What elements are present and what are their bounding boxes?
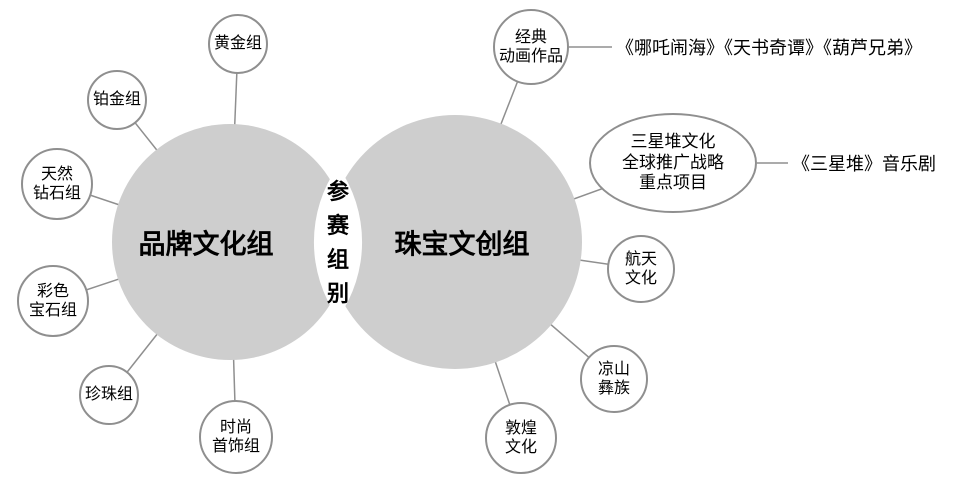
right-group-label: 珠宝文创组 [394, 229, 530, 260]
node-pearl: 珍珠组 [79, 365, 139, 425]
node-gold-label: 黄金组 [213, 35, 262, 53]
node-fashion-jewelry-label: 时尚 首饰组 [211, 418, 260, 455]
node-fashion-jewelry: 时尚 首饰组 [199, 400, 273, 474]
node-dunhuang-culture-label: 敦煌 文化 [504, 419, 537, 456]
left-group-circle [112, 124, 348, 360]
node-sanxingdui-project-label: 三星堆文化 全球推广战略 重点项目 [622, 132, 724, 193]
left-group-label: 品牌文化组 [138, 229, 274, 260]
node-natural-diamond: 天然 钻石组 [21, 148, 93, 220]
annotation-sanxingdui: 《三星堆》音乐剧 [792, 154, 936, 174]
venn-lens [313, 166, 363, 318]
node-pearl-label: 珍珠组 [84, 386, 133, 404]
node-sanxingdui-project: 三星堆文化 全球推广战略 重点项目 [589, 113, 757, 213]
node-colored-gemstone: 彩色 宝石组 [17, 265, 89, 337]
node-liangshan-yi: 凉山 彝族 [580, 345, 648, 413]
node-platinum-label: 铂金组 [92, 91, 141, 109]
node-liangshan-yi-label: 凉山 彝族 [597, 360, 630, 397]
annotation-classic-animation: 《哪吒闹海》《天书奇谭》《葫芦兄弟》 [616, 38, 922, 58]
node-platinum: 铂金组 [87, 70, 147, 130]
node-classic-animation: 经典 动画作品 [493, 9, 569, 85]
node-classic-animation-label: 经典 动画作品 [498, 28, 563, 65]
node-aerospace-culture: 航天 文化 [607, 235, 675, 303]
right-group-circle [328, 115, 582, 369]
node-colored-gemstone-label: 彩色 宝石组 [28, 282, 77, 319]
node-dunhuang-culture: 敦煌 文化 [485, 402, 557, 474]
center-category-label: 参赛组别 [326, 179, 349, 306]
node-aerospace-culture-label: 航天 文化 [624, 250, 657, 287]
node-natural-diamond-label: 天然 钻石组 [32, 165, 81, 202]
node-gold: 黄金组 [208, 14, 268, 74]
